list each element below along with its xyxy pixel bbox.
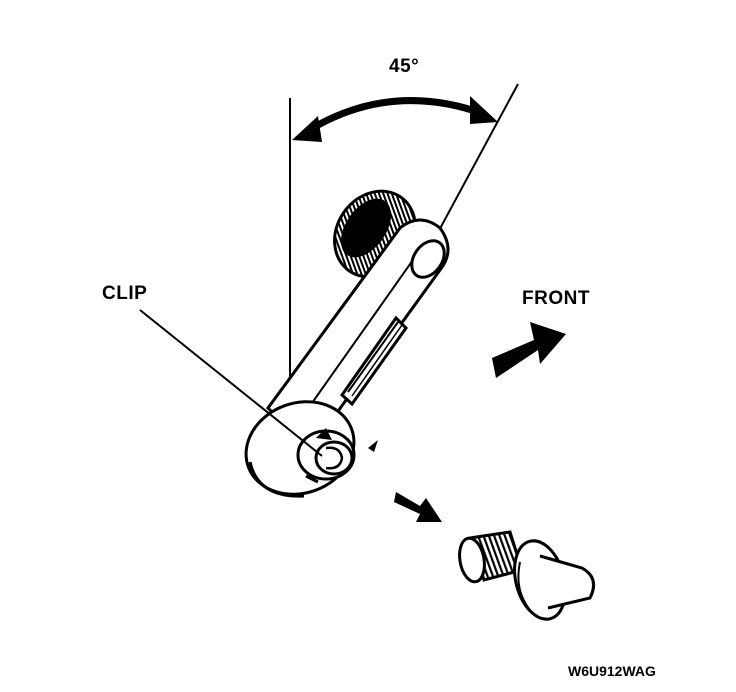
clip-label: CLIP <box>102 283 148 304</box>
angled-reference-line <box>435 83 519 237</box>
clip-ring <box>314 440 354 476</box>
removal-arrow <box>394 492 442 522</box>
front-direction-arrow <box>492 322 566 378</box>
front-label: FRONT <box>522 288 590 309</box>
crank-arm-hole <box>410 239 446 279</box>
clip-leader-line <box>139 309 323 457</box>
crank-hub <box>244 400 378 498</box>
crank-arm-slot <box>340 315 408 407</box>
angle-arc <box>292 96 498 142</box>
crank-arm <box>266 218 450 453</box>
figure-code-label: W6U912WAG <box>568 663 656 679</box>
arc-arrowhead-right <box>470 96 498 124</box>
angle-label: 45° <box>389 56 420 77</box>
window-regulator-shaft <box>458 530 596 621</box>
arc-arrowhead-left <box>292 116 322 142</box>
